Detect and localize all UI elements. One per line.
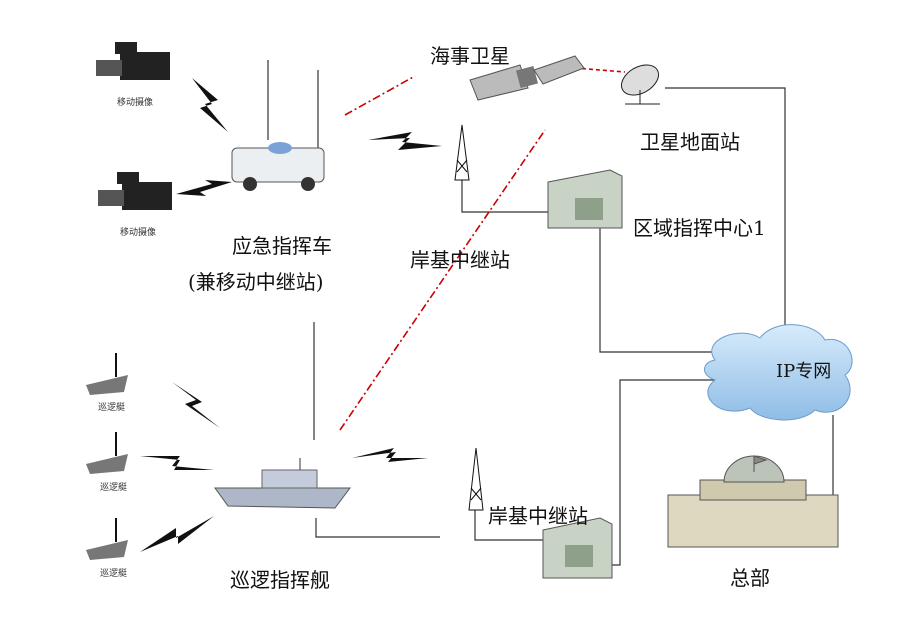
ground-station-label: 卫星地面站 xyxy=(640,130,740,154)
building-icon xyxy=(542,517,613,579)
patrol-boat-1-label: 巡逻艇 xyxy=(98,403,126,413)
building-icon xyxy=(547,169,623,229)
camera-icon xyxy=(98,172,172,210)
link-tower1-to-building1 xyxy=(461,180,548,213)
lightning-icon xyxy=(176,180,232,196)
vehicle-icon xyxy=(231,142,325,191)
satellite-dish-icon xyxy=(621,64,660,105)
lightning-icon xyxy=(192,78,228,132)
satellite-icon xyxy=(469,55,585,101)
link-dish-to-cloud xyxy=(665,87,786,335)
regional-center-label: 区域指挥中心1 xyxy=(633,216,766,240)
camera-2-label: 移动摄像 xyxy=(120,228,157,238)
command-ship-label: 巡逻指挥舰 xyxy=(230,568,330,592)
headquarters-label: 总部 xyxy=(730,566,770,590)
radio-tower-icon xyxy=(468,447,484,511)
link-tower2-to-building2 xyxy=(474,510,545,541)
lightning-icon xyxy=(368,132,442,150)
lightning-icon xyxy=(172,382,220,428)
lightning-icon xyxy=(140,516,214,552)
patrol-boat-icon xyxy=(86,518,128,560)
lightning-icon xyxy=(352,448,428,462)
ip-network-label: IP专网 xyxy=(776,361,832,382)
link-cloud-to-building2 xyxy=(612,379,720,566)
patrol-boat-3-label: 巡逻艇 xyxy=(100,569,128,579)
link-building1-to-cloud xyxy=(599,225,720,353)
shore-relay-bottom-label: 岸基中继站 xyxy=(488,504,588,528)
command-vehicle-label: 应急指挥车 xyxy=(232,234,332,258)
wireless-links xyxy=(140,78,442,552)
link-ship-to-relay xyxy=(315,518,440,538)
command-ship-icon xyxy=(214,458,351,509)
headquarters-building-icon xyxy=(667,455,839,548)
patrol-boat-2-label: 巡逻艇 xyxy=(100,483,128,493)
camera-1-label: 移动摄像 xyxy=(117,98,154,108)
camera-icon xyxy=(96,42,170,80)
satellite-label: 海事卫星 xyxy=(430,44,510,68)
cloud-icon xyxy=(704,324,853,421)
command-vehicle-sublabel: (兼移动中继站) xyxy=(188,270,324,294)
patrol-boat-icon xyxy=(86,353,128,395)
shore-relay-top-label: 岸基中继站 xyxy=(410,248,510,272)
lightning-icon xyxy=(140,456,214,470)
radio-tower-icon xyxy=(454,124,470,181)
patrol-boat-icon xyxy=(86,432,128,474)
